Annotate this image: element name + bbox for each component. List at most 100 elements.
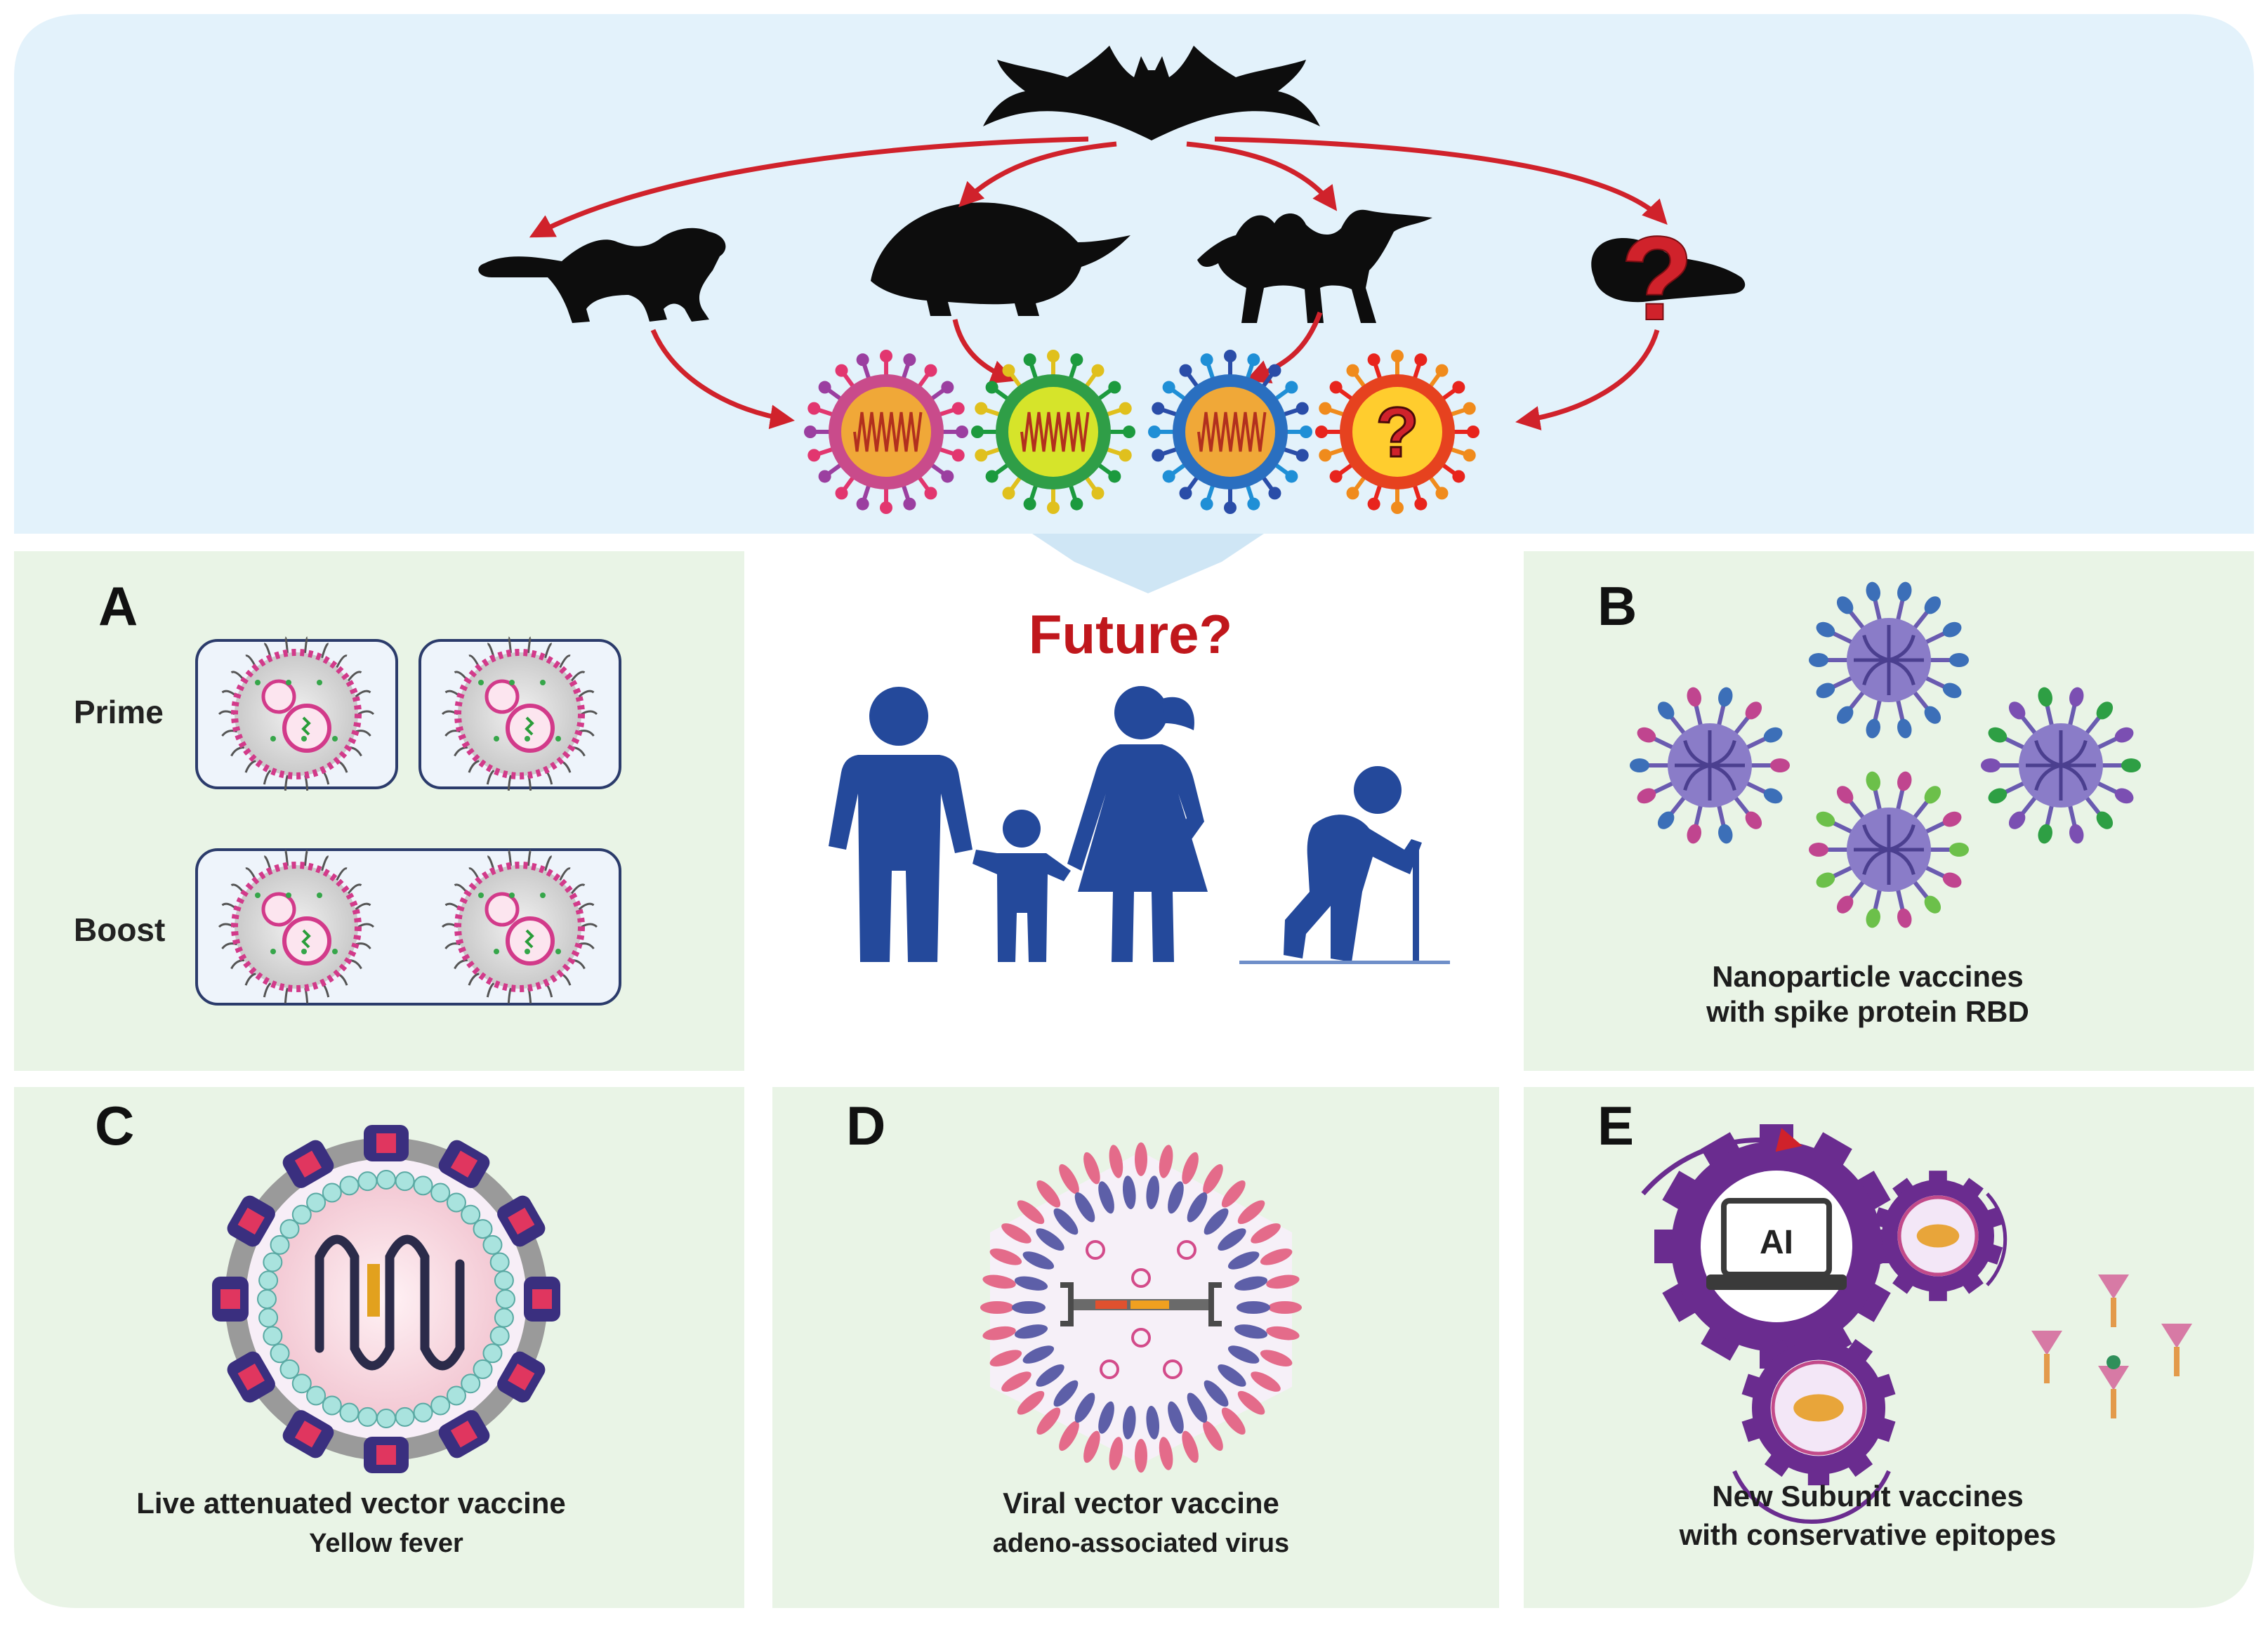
capsid-protein	[279, 1359, 300, 1379]
capsid-protein	[489, 1326, 510, 1346]
spike-tip	[985, 470, 998, 483]
mrna-strand	[525, 929, 534, 949]
panel-e-caption-line2: with conservative epitopes	[1679, 1518, 2057, 1551]
core-subunit	[2060, 739, 2088, 768]
capsid-subunit	[1251, 1223, 1281, 1244]
capsid-subunit	[1122, 1406, 1136, 1440]
capsid-protein	[306, 1192, 327, 1213]
internal-particle	[1131, 1328, 1151, 1348]
antigen-dot	[478, 892, 484, 898]
ai-label: AI	[1760, 1224, 1793, 1261]
surface-ligand	[355, 902, 371, 911]
capsid-protein	[263, 1326, 283, 1346]
capsid-subunit	[1168, 1181, 1184, 1214]
capsid-subunit	[1036, 1364, 1064, 1387]
spike-tip	[1463, 449, 1476, 462]
sky-background	[14, 14, 2254, 534]
envelope-protein-tip	[376, 1133, 396, 1153]
capsid-protein	[263, 1252, 283, 1272]
antigen-dot	[478, 680, 484, 685]
antigen-dot	[525, 949, 530, 954]
antigen-dot	[301, 949, 307, 954]
capsid-subunit	[1135, 1439, 1147, 1473]
rbd-antigen	[2008, 811, 2026, 829]
inner-vesicle	[484, 679, 520, 714]
rbd-antigen	[1763, 788, 1783, 804]
spike-tip	[880, 501, 892, 514]
surface-ligand	[527, 636, 532, 654]
arrow-bat-weasel	[529, 136, 1089, 238]
surface-ligand	[336, 867, 348, 881]
rbd-antigen	[1809, 653, 1828, 667]
internal-particle	[1177, 1240, 1196, 1260]
virus-core	[1352, 387, 1442, 477]
lipid-nanoparticle	[218, 636, 375, 791]
capsid-subunit	[1022, 1251, 1055, 1270]
capsid-protein	[257, 1289, 277, 1309]
surface-ligand	[581, 710, 598, 716]
virus-rna	[1020, 411, 1090, 452]
capsid-subunit	[1227, 1345, 1260, 1364]
spike-tip	[1179, 487, 1192, 500]
surface-ligand	[570, 671, 586, 682]
spike-tip	[1108, 470, 1121, 483]
core-subunit	[1862, 634, 1890, 662]
spike-tip	[1200, 497, 1213, 511]
surface-ligand	[357, 923, 375, 928]
gear-virus-core	[1916, 1224, 1960, 1248]
inner-vesicle	[506, 916, 555, 966]
rbd-antigen	[1687, 824, 1701, 844]
virus-particle	[1315, 350, 1479, 514]
surface-ligand	[468, 760, 480, 773]
internal-particle	[1131, 1268, 1151, 1288]
rotation-arrow	[1986, 1192, 2007, 1286]
spike-tip	[1070, 497, 1083, 511]
inner-vesicle	[261, 679, 296, 714]
panel-b-caption-line1: Nanoparticle vaccines	[1712, 960, 2024, 993]
rbd-antigen	[1942, 872, 1962, 888]
lipid-nanoparticle	[441, 849, 598, 1003]
capsid-subunit	[1014, 1324, 1048, 1339]
capsid-protein	[376, 1170, 396, 1190]
inner-vesicle	[484, 892, 520, 927]
surface-ligand	[321, 855, 329, 871]
antigen-dot	[525, 736, 530, 742]
rbd-antigen	[1816, 683, 1835, 699]
virus-particle	[971, 350, 1135, 514]
surface-ligand	[444, 942, 461, 949]
spike-tip	[1467, 426, 1479, 438]
epitope-head	[2161, 1324, 2192, 1348]
surface-ligand	[230, 959, 245, 970]
envelope-protein-tip	[450, 1421, 478, 1448]
core-subunit	[1888, 824, 1916, 852]
capsid-subunit	[1074, 1192, 1095, 1223]
panel-c-live-attenuated: C Live attenuated vector vaccine Yellow …	[14, 1087, 744, 1608]
spike-tip	[807, 449, 821, 462]
rbd-antigen	[1687, 687, 1701, 707]
spike-tip	[1224, 350, 1237, 362]
capsid-subunit	[1022, 1345, 1055, 1364]
epitope-head	[2098, 1366, 2129, 1390]
envelope-protein-tip	[376, 1445, 396, 1465]
nanoparticle-cluster	[1630, 581, 2141, 928]
rbd-antigen	[1836, 706, 1854, 724]
surface-ligand	[284, 775, 289, 791]
capsid-protein	[279, 1219, 300, 1239]
prime-label: Prime	[74, 694, 164, 730]
capsid-protein	[413, 1402, 433, 1423]
epitope-binding	[2107, 1355, 2121, 1369]
envelope-protein-tip	[237, 1363, 265, 1391]
man-body	[829, 755, 973, 962]
capsid-subunit	[1218, 1228, 1246, 1251]
spike-tip	[1435, 364, 1449, 377]
laptop-icon: AI	[1706, 1198, 1847, 1290]
internal-particle	[1086, 1240, 1105, 1260]
spike-tip	[1108, 381, 1121, 394]
spike-tip	[1023, 353, 1036, 367]
funnel-arrow	[1032, 534, 1264, 593]
panel-d-caption-line2: adeno-associated virus	[993, 1529, 1289, 1558]
spike-tip	[1346, 364, 1359, 377]
core-subunit	[1709, 739, 1736, 768]
rbd-antigen	[1816, 872, 1835, 888]
panel-d-letter: D	[846, 1095, 885, 1157]
